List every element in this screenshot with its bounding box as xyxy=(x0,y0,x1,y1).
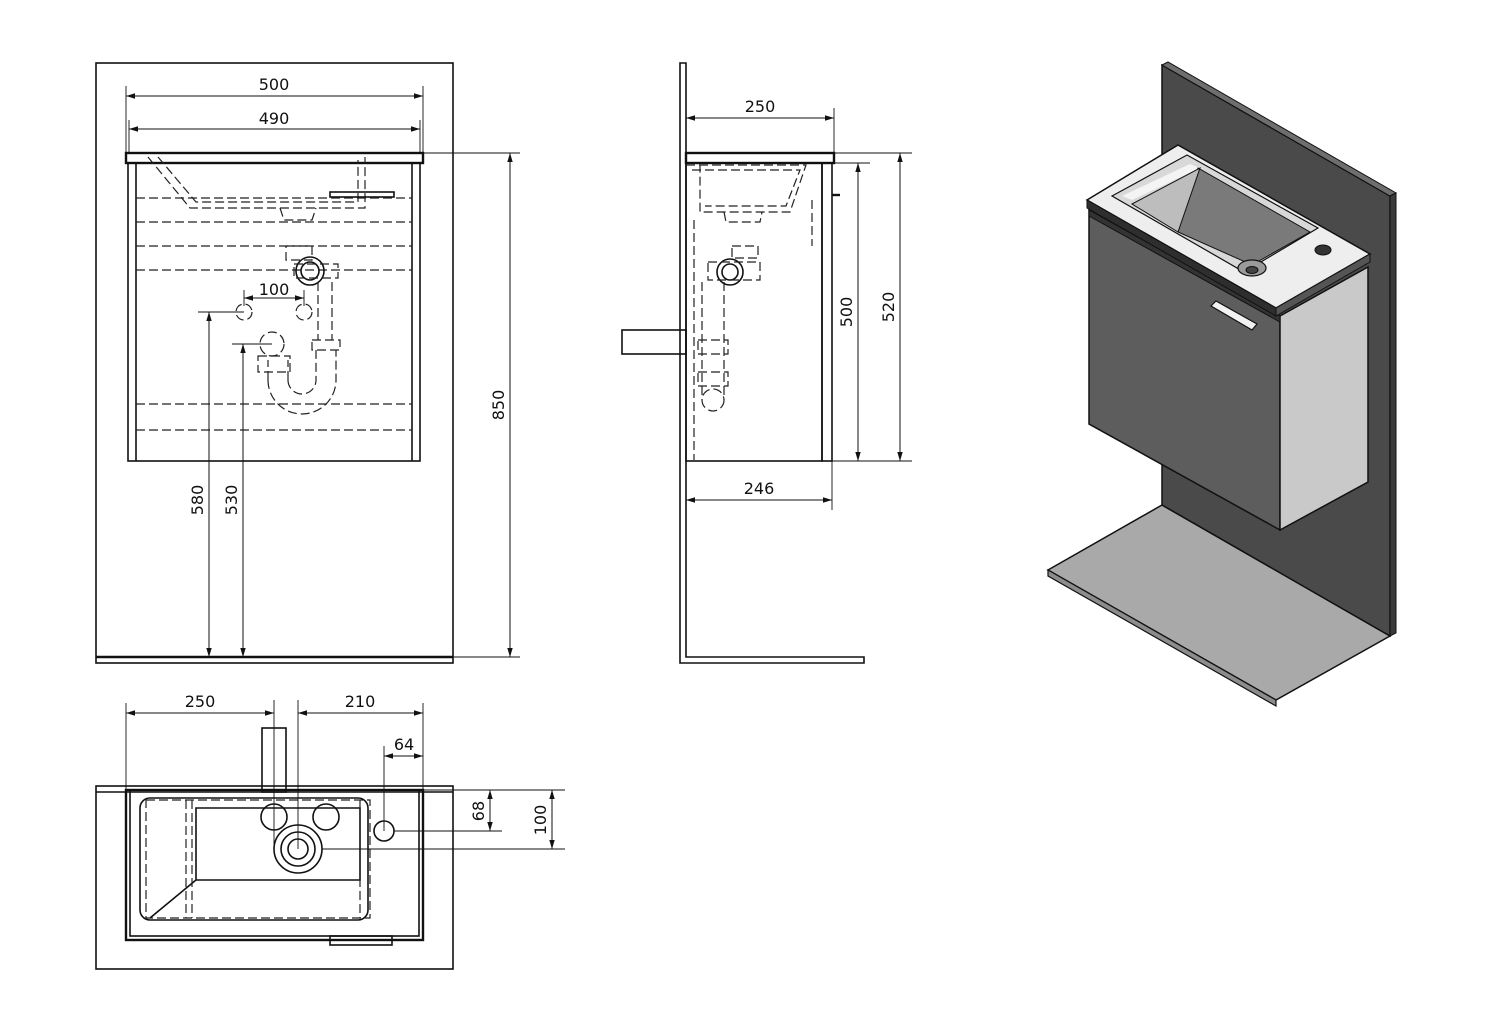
side-cabinet xyxy=(685,162,823,462)
dim-580-label: 580 xyxy=(188,485,207,516)
side-siphon-body xyxy=(707,261,761,281)
iso-handle xyxy=(1210,300,1258,331)
front-siphon-nut-inner xyxy=(300,261,320,281)
side-wall-pipe xyxy=(621,329,687,355)
front-siphon-pipe xyxy=(317,282,333,340)
front-siphon-top xyxy=(285,245,313,261)
side-basin-bowl-inner-hidden xyxy=(692,169,801,207)
dim-530-label: 530 xyxy=(222,485,241,516)
iso-basin-lip-side xyxy=(1275,253,1371,317)
top-wall-outline xyxy=(95,785,454,970)
dim-100-label: 100 xyxy=(259,280,290,299)
front-view: 500 490 100 580 530 850 xyxy=(95,62,520,664)
front-basin-bowl-inner-hidden xyxy=(157,156,359,203)
iso-wall-side xyxy=(1389,192,1397,637)
side-drain-hidden xyxy=(723,211,763,223)
top-basin-bowl xyxy=(139,797,369,921)
dim-520-label: 520 xyxy=(879,292,898,323)
top-handle xyxy=(329,935,393,946)
side-view: 250 246 500 520 xyxy=(621,62,912,664)
side-basin-bowl-hidden xyxy=(686,164,807,213)
iso-floor-edge xyxy=(1047,568,1277,708)
dim-246-label: 246 xyxy=(744,479,775,498)
side-siphon-coupling xyxy=(697,339,729,355)
iso-drain-hole xyxy=(1245,266,1259,274)
side-siphon-bend xyxy=(701,388,725,412)
side-siphon-coupling-2 xyxy=(697,371,729,387)
iso-cabinet-side xyxy=(1279,265,1369,532)
isometric-view xyxy=(1046,61,1398,708)
dim-100-top-label: 100 xyxy=(531,805,550,836)
top-basin-rim xyxy=(129,789,420,937)
top-basin-bottom xyxy=(149,807,361,919)
front-cabinet xyxy=(127,162,421,462)
side-cabinet-door xyxy=(821,162,833,462)
top-view: 250 210 64 68 100 xyxy=(95,692,565,970)
dim-850-label: 850 xyxy=(489,390,508,421)
dim-68-label: 68 xyxy=(469,801,488,821)
iso-basin-highlight xyxy=(1122,164,1200,200)
front-basin-bowl-hidden xyxy=(147,156,366,209)
front-handle xyxy=(329,191,395,198)
iso-basin-bowl-slope xyxy=(1130,166,1201,233)
side-siphon-nut xyxy=(716,258,744,286)
side-wall-floor-outline xyxy=(679,62,865,664)
front-basin-top xyxy=(124,151,425,165)
front-siphon-outlet-nut xyxy=(257,355,291,373)
front-drain-hidden xyxy=(279,207,317,221)
front-wall-outline xyxy=(95,62,454,664)
side-basin-top xyxy=(684,151,836,165)
front-siphon-body xyxy=(293,263,339,279)
dim-500-label: 500 xyxy=(259,75,290,94)
dim-490-label: 490 xyxy=(259,109,290,128)
dim-500-side-label: 500 xyxy=(837,297,856,328)
dim-250-side-label: 250 xyxy=(745,97,776,116)
front-siphon-coupling xyxy=(311,339,341,351)
top-cabinet-hidden xyxy=(145,799,371,919)
side-siphon-top xyxy=(731,245,759,259)
side-siphon-nut-inner xyxy=(721,263,739,281)
iso-tap-hole xyxy=(1314,244,1332,256)
top-siphon-nut-right xyxy=(312,803,340,831)
dim-250-top-label: 250 xyxy=(185,692,216,711)
side-siphon-pipe xyxy=(701,282,725,400)
front-siphon-bend xyxy=(267,350,337,415)
front-hole-right xyxy=(295,303,313,321)
dim-64-label: 64 xyxy=(394,735,414,754)
front-siphon-nut xyxy=(295,256,325,286)
front-hole-left xyxy=(235,303,253,321)
dim-210-label: 210 xyxy=(345,692,376,711)
